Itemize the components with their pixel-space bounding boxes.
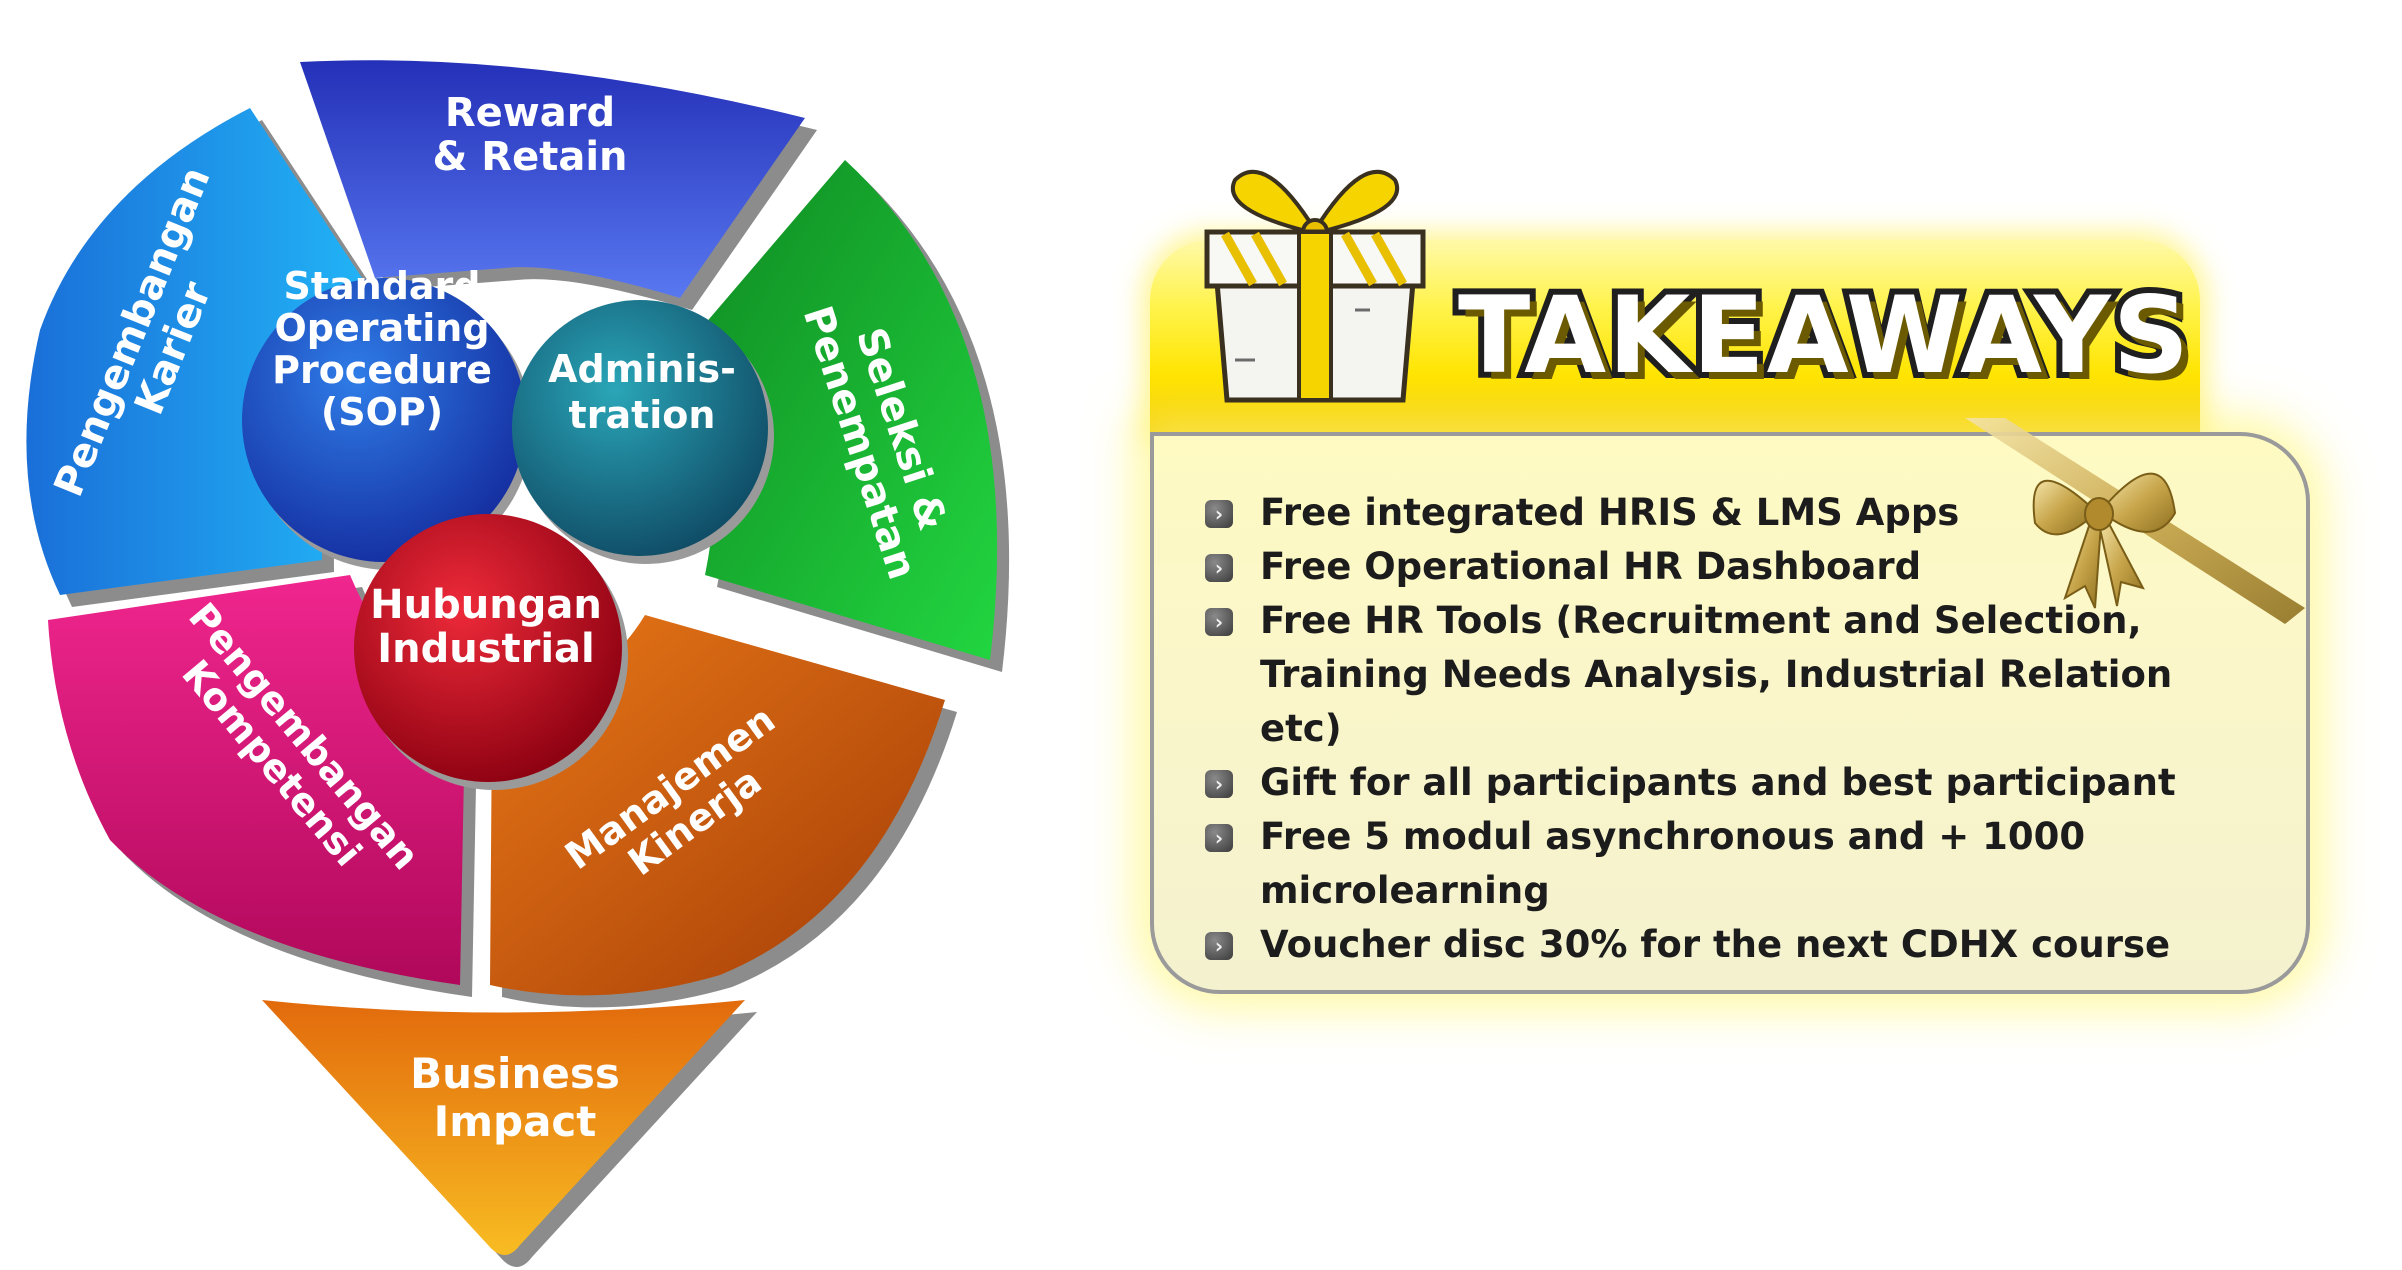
list-item: › Free HR Tools (Recruitment and Selecti…	[1205, 594, 2245, 756]
list-item: › Free 5 modul asynchronous and + 1000 m…	[1205, 810, 2245, 918]
list-item-text: Free integrated HRIS & LMS Apps	[1260, 491, 1960, 534]
arrow-bullet-icon: ›	[1205, 608, 1233, 636]
label-line: (SOP)	[321, 390, 443, 434]
ribbon-bow-icon	[1965, 418, 2305, 624]
label-line: Business	[410, 1049, 620, 1098]
list-item: › Free Operational HR Dashboard	[1205, 540, 2245, 594]
takeaways-card	[1150, 432, 2310, 994]
label-line: & Retain	[432, 134, 627, 180]
label-line: Impact	[434, 1097, 597, 1146]
list-item-text: Free HR Tools (Recruitment and Selection…	[1260, 599, 2173, 750]
list-item-text: Gift for all participants and best parti…	[1260, 761, 2176, 804]
label-line: tration	[569, 393, 716, 437]
takeaways-title: TAKEAWAYS	[1452, 270, 2195, 402]
label-line: Standard	[283, 264, 480, 308]
label-line: Adminis-	[548, 347, 736, 391]
arrow-bullet-icon: ›	[1205, 500, 1233, 528]
arrow-bullet-icon: ›	[1205, 554, 1233, 582]
list-item-text: Free Operational HR Dashboard	[1260, 545, 1922, 588]
label-line: Hubungan	[370, 582, 602, 628]
takeaways-header-tab	[1150, 240, 2200, 435]
list-item: › Gift for all participants and best par…	[1205, 756, 2245, 810]
gift-box-icon	[1204, 169, 1426, 403]
hr-cycle-diagram: Reward& Retain Seleksi &Penempatan Manaj…	[26, 60, 1010, 1267]
list-item-text: Voucher disc 30% for the next CDHX cours…	[1260, 923, 2171, 966]
segment-business-impact	[262, 1000, 757, 1267]
label-administration: Adminis-tration	[548, 347, 736, 437]
takeaways-list: › Free integrated HRIS & LMS Apps › Free…	[1205, 486, 2245, 972]
arrow-bullet-icon: ›	[1205, 824, 1233, 852]
label-line: Industrial	[377, 626, 595, 672]
arrow-bullet-icon: ›	[1205, 932, 1233, 960]
circle-hubungan-industrial	[354, 514, 628, 790]
segment-reward-retain	[300, 60, 817, 310]
arrow-bullet-icon: ›	[1205, 770, 1233, 798]
label-line: Reward	[445, 90, 615, 136]
circle-administration	[512, 300, 774, 564]
segment-seleksi-penempatan	[698, 160, 1010, 672]
label-reward-retain: Reward& Retain	[432, 90, 627, 180]
list-item: › Free integrated HRIS & LMS Apps	[1205, 486, 2245, 540]
label-line: Operating	[274, 306, 489, 350]
label-line: Procedure	[272, 348, 492, 392]
list-item-text: Free 5 modul asynchronous and + 1000 mic…	[1260, 815, 2086, 912]
list-item: › Voucher disc 30% for the next CDHX cou…	[1205, 918, 2245, 972]
circle-sop	[242, 278, 532, 570]
